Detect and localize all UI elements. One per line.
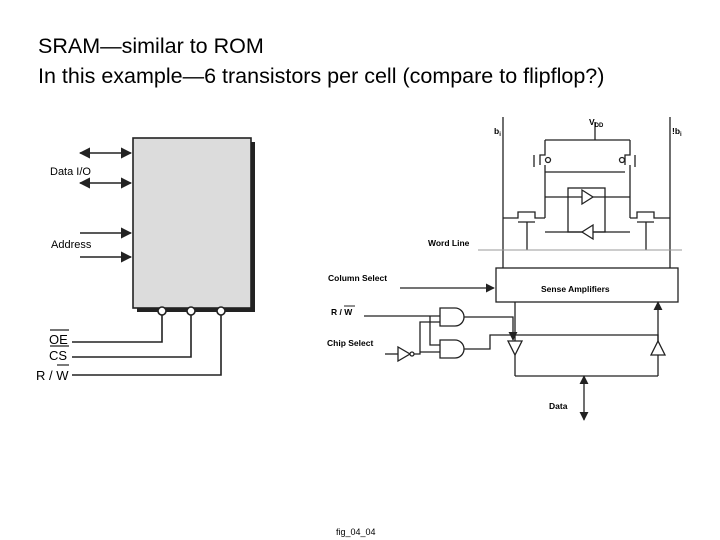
pullup-left-bubble [544, 156, 552, 164]
sense-amplifiers-box [495, 267, 679, 303]
pullup-left [539, 140, 546, 165]
column-select-label: Column Select [328, 273, 387, 283]
rw-label: R / W [36, 368, 69, 383]
address-label: Address [51, 239, 92, 251]
cs-inverter [397, 345, 412, 363]
rw-label-right: R / W [331, 307, 353, 317]
title-line-2: In this example—6 transistors per cell (… [38, 64, 605, 88]
and-gate-bottom [439, 339, 465, 359]
rw-bubble [216, 306, 226, 316]
write-buffer [506, 340, 524, 357]
access-right [630, 211, 670, 219]
bit-line-label: bi [494, 126, 501, 138]
inverter-top [581, 188, 595, 206]
sram-chip [132, 137, 252, 309]
access-left [503, 211, 545, 219]
cs-line [72, 315, 192, 358]
sram-block-diagram [72, 137, 255, 376]
sense-amplifiers-label: Sense Amplifiers [541, 284, 610, 294]
vdd-label: VDD [589, 117, 604, 129]
oe-bubble [157, 306, 167, 316]
figure-caption: fig_04_04 [336, 527, 376, 537]
and-gate-top [439, 307, 465, 327]
rw-line [72, 315, 222, 376]
slide-title: SRAM—similar to ROM In this example—6 tr… [38, 31, 604, 91]
gate-top-output [464, 316, 518, 341]
pullup-right [624, 140, 631, 165]
word-line-label: Word Line [428, 238, 470, 248]
bit-bar-label: !bi [672, 126, 682, 138]
cs-inverter-bubble [409, 351, 415, 357]
read-buffer [649, 339, 667, 356]
title-line-1: SRAM—similar to ROM [38, 34, 264, 58]
oe-line [72, 315, 163, 343]
inverter-bottom [580, 223, 594, 241]
oe-label: OE [49, 332, 68, 347]
cs-bubble [186, 306, 196, 316]
data-io-label: Data I/O [50, 166, 91, 178]
cs-to-upper-gate [414, 321, 440, 355]
pullup-right-bubble [618, 156, 626, 164]
cs-label: CS [49, 348, 67, 363]
data-label: Data [549, 401, 568, 411]
rw-to-lower-gate [429, 316, 440, 346]
sram-cell-circuit [364, 117, 682, 421]
chip-select-label: Chip Select [327, 338, 373, 348]
gate-bottom-output [464, 334, 659, 350]
